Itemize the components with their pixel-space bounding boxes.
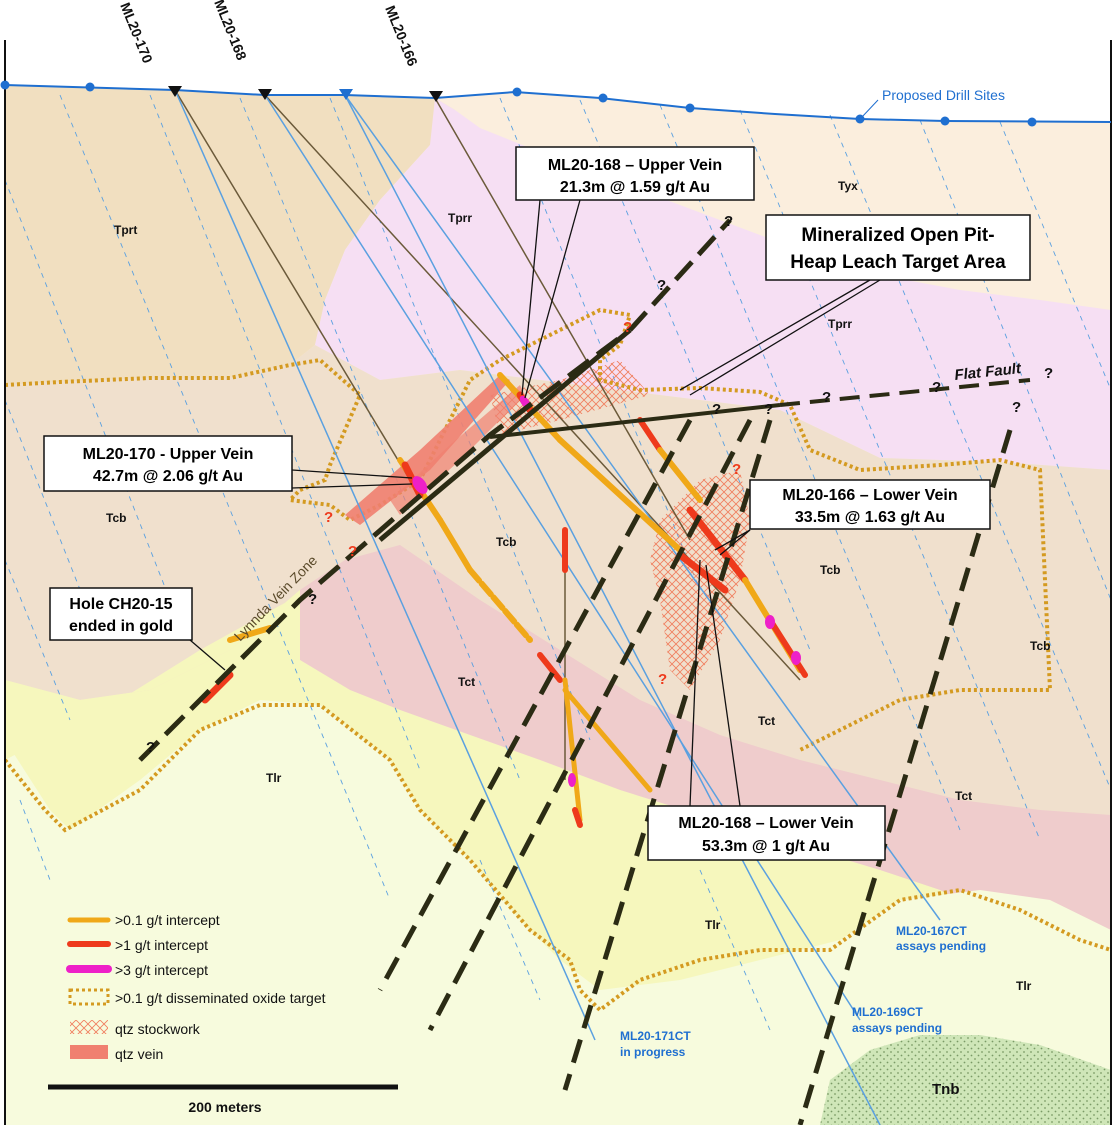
callout-ch20-15: Hole CH20-15 ended in gold <box>49 587 193 641</box>
pending-171-line2: in progress <box>620 1045 686 1059</box>
legend-label-vein: qtz vein <box>115 1046 163 1062</box>
unit-label-tyx: Tyx <box>838 179 858 193</box>
qm-14: ? <box>658 671 667 688</box>
qm-7: ? <box>932 379 941 396</box>
geology-layers <box>5 85 1111 1125</box>
qm-9: ? <box>1012 399 1021 416</box>
legend-label-mid: >1 g/t intercept <box>115 937 208 953</box>
lynnda-vein-zone-line <box>138 328 632 762</box>
unit-tprr-area <box>315 98 1111 470</box>
proposed-drill-sites-label: Proposed Drill Sites <box>882 87 1005 103</box>
flat-fault-dashed <box>779 378 1031 407</box>
callout-ml20-168-upper: ML20-168 – Upper Vein 21.3m @ 1.59 g/t A… <box>515 146 755 201</box>
unit-label-tcb-2: Tcb <box>496 535 516 549</box>
unit-label-tct-2: Tct <box>758 714 775 728</box>
callout-168-lower-title: ML20-168 – Lower Vein <box>678 815 853 832</box>
unit-tnb-area <box>820 1035 1111 1125</box>
unit-label-tprr-2: Tprr <box>828 317 852 331</box>
surface-line <box>4 84 1112 123</box>
collar-markers <box>168 86 443 102</box>
callout-ml20-168-lower: ML20-168 – Lower Vein 53.3m @ 1 g/t Au <box>647 805 886 861</box>
scale-bar-label: 200 meters <box>188 1099 261 1115</box>
unit-tprt-area <box>5 85 455 385</box>
drill-sites-leader <box>861 99 879 118</box>
stockwork-lower <box>650 470 750 690</box>
qm-1: ? <box>724 213 733 230</box>
callout-166-title: ML20-166 – Lower Vein <box>782 487 957 504</box>
qm-15: ? <box>146 739 155 756</box>
legend-swatch-stockwork <box>70 1020 108 1034</box>
unit-label-tct-3: Tct <box>955 789 972 803</box>
callout-leaders <box>189 199 881 807</box>
qm-3: ? <box>623 319 632 336</box>
legend-label-high: >3 g/t intercept <box>115 962 208 978</box>
qm-2: ? <box>657 277 666 294</box>
legend-label-stockwork: qtz stockwork <box>115 1021 201 1037</box>
pending-167-line2: assays pending <box>896 939 986 953</box>
qm-4: ? <box>712 401 721 418</box>
callout-170-value: 42.7m @ 2.06 g/t Au <box>93 468 243 485</box>
unit-tct-area <box>300 545 1111 960</box>
callout-168-upper-value: 21.3m @ 1.59 g/t Au <box>560 179 710 196</box>
unit-label-tcb-4: Tcb <box>1030 639 1050 653</box>
fault-upper-extension <box>628 218 732 332</box>
legend-swatch-oxide <box>68 988 110 1006</box>
callout-168-lower-value: 53.3m @ 1 g/t Au <box>702 838 830 855</box>
flat-fault-label: Flat Fault <box>954 360 1023 384</box>
legend-label-oxide: >0.1 g/t disseminated oxide target <box>115 990 326 1006</box>
callout-pit-line2: Heap Leach Target Area <box>790 252 1006 273</box>
callout-ch-value: ended in gold <box>69 618 173 635</box>
qm-13: ? <box>308 591 317 608</box>
legend-swatch-vein <box>70 1045 108 1059</box>
oxide-target-upper <box>5 307 1053 752</box>
unit-label-tprt: Tprt <box>114 223 137 237</box>
pending-169-line1: ML20-169CT <box>852 1005 923 1019</box>
pending-171-line1: ML20-171CT <box>620 1029 691 1043</box>
qm-6: ? <box>822 389 831 406</box>
qm-12: ? <box>348 543 357 560</box>
qm-8: ? <box>1044 365 1053 382</box>
callout-170-title: ML20-170 - Upper Vein <box>83 446 254 463</box>
proposed-drill-site-markers <box>0 80 1037 127</box>
callout-ml20-166: ML20-166 – Lower Vein 33.5m @ 1.63 g/t A… <box>749 479 991 530</box>
pending-167-line1: ML20-167CT <box>896 924 967 938</box>
unit-tlr-left-area <box>5 590 300 760</box>
qm-10: ? <box>732 461 741 478</box>
unit-label-tct-1: Tct <box>458 675 475 689</box>
callout-ml20-170: ML20-170 - Upper Vein 42.7m @ 2.06 g/t A… <box>43 435 293 492</box>
callout-166-value: 33.5m @ 1.63 g/t Au <box>795 509 945 526</box>
legend: >0.1 g/t intercept >1 g/t intercept >3 g… <box>66 912 326 1062</box>
unit-label-tprr-1: Tprr <box>448 211 472 225</box>
callout-168-upper-title: ML20-168 – Upper Vein <box>548 157 722 174</box>
legend-label-low: >0.1 g/t intercept <box>115 912 220 928</box>
unit-label-tnb: Tnb <box>932 1081 960 1098</box>
steep-faults <box>377 418 1013 1125</box>
qm-11: ? <box>324 509 333 526</box>
unit-label-tlr-1: Tlr <box>266 771 282 785</box>
unit-label-tlr-2: Tlr <box>705 918 721 932</box>
flat-fault-solid <box>489 403 781 439</box>
unit-label-tcb-3: Tcb <box>820 563 840 577</box>
callout-ch-title: Hole CH20-15 <box>69 596 172 613</box>
callout-open-pit: Mineralized Open Pit- Heap Leach Target … <box>765 214 1031 281</box>
pending-169-line2: assays pending <box>852 1021 942 1035</box>
unit-label-tlr-3: Tlr <box>1016 979 1032 993</box>
unit-label-tcb-1: Tcb <box>106 511 126 525</box>
callout-pit-line1: Mineralized Open Pit- <box>801 225 994 246</box>
high-grade-intercepts <box>412 395 801 787</box>
qm-5: ? <box>764 401 773 418</box>
question-marks: ? ? ? ? ? ? ? ? ? ? ? ? ? ? ? <box>146 213 1053 756</box>
